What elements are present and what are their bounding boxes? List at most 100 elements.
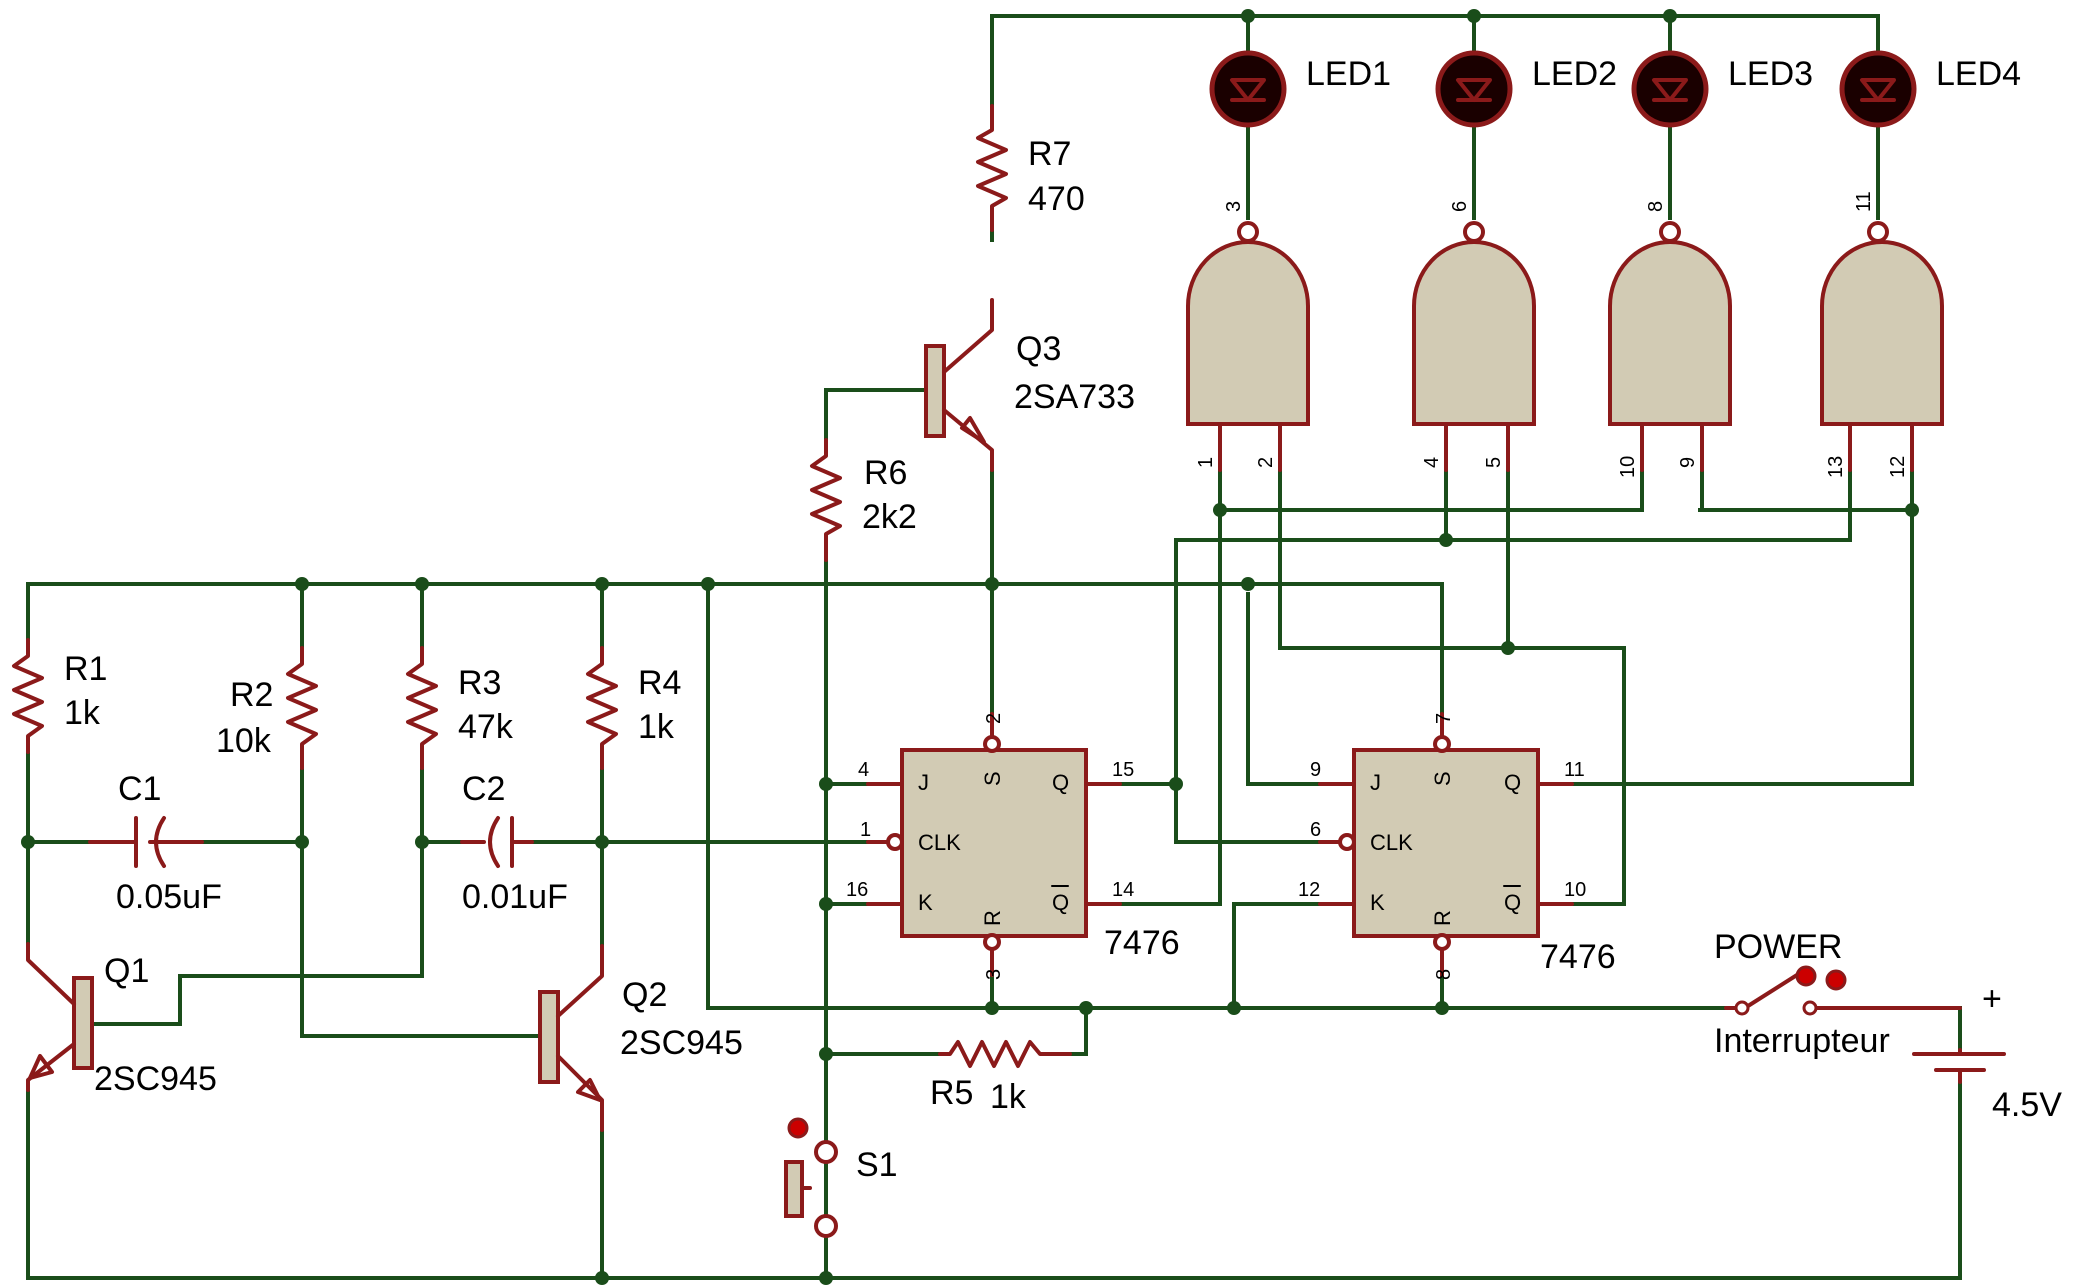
junction-dot [415,835,429,849]
r7-value: 470 [1028,180,1085,218]
led2-label: LED2 [1532,55,1617,93]
resistor-r2: R2 10k [216,646,318,770]
ff2-part: 7476 [1540,938,1616,976]
r5-value: 1k [990,1078,1027,1116]
junction-dot [1467,9,1481,23]
ff1-j-label: J [918,770,929,795]
resistor-r4: R4 1k [586,646,681,770]
ff2-pin-qbar: 10 [1564,879,1586,901]
resistor-r1: R1 1k [12,638,107,754]
gate4-in2-pin: 12 [1887,456,1909,478]
ff1-pin-clk: 1 [860,819,871,841]
q1-name: Q1 [104,952,149,990]
battery: + 4.5V [1912,980,2062,1124]
nand-gates: 3 1 2 6 4 5 8 10 9 11 13 12 [1186,191,1944,478]
ff1-qbar-label: Q [1052,890,1069,915]
gate2-in2-pin: 5 [1483,457,1505,468]
q3-part: 2SA733 [1014,378,1135,416]
q2-part: 2SC945 [620,1024,743,1062]
r2-value: 10k [216,722,272,760]
r3-value: 47k [458,708,514,746]
led3-label: LED3 [1728,55,1813,93]
r1-value: 1k [64,694,101,732]
led1-label: LED1 [1306,55,1391,93]
gate2-out-pin: 6 [1449,201,1471,212]
junction-dot [1439,533,1453,547]
r5-name: R5 [930,1074,973,1112]
ff2-qbar-label: Q [1504,890,1521,915]
r4-name: R4 [638,664,681,702]
ff1-pin-s: 2 [983,713,1005,724]
ff2-q-label: Q [1504,770,1521,795]
junction-dot [1079,1001,1093,1015]
ff2-pin-r: 8 [1433,969,1455,980]
ff2-k-label: K [1370,890,1385,915]
gate4-out-pin: 11 [1853,191,1875,212]
flipflop-2: J CLK K S R Q Q 9 6 12 7 8 11 10 7476 [1298,712,1616,980]
junction-dot [1501,641,1515,655]
ff2-pin-s: 7 [1433,713,1455,724]
battery-plus: + [1982,980,2002,1018]
led1: LED1 [1209,50,1391,128]
ff2-pin-k: 12 [1298,879,1320,901]
flipflop-1: J CLK K S R Q Q 4 1 16 2 3 15 14 7476 [846,712,1180,980]
transistor-q2: Q2 2SC945 [538,944,743,1132]
junction-dot [985,577,999,591]
r6-value: 2k2 [862,498,917,536]
nand-gate-2: 6 4 5 [1412,201,1536,472]
gate4-in1-pin: 13 [1825,456,1847,478]
ff2-pin-j: 9 [1310,759,1321,781]
c2-name: C2 [462,770,505,808]
junction-dot [21,835,35,849]
led2: LED2 [1435,50,1617,128]
gate1-in1-pin: 1 [1195,457,1217,468]
ff1-pin-q: 15 [1112,759,1134,781]
c1-value: 0.05uF [116,878,222,916]
ff1-pin-qbar: 14 [1112,879,1134,901]
gate1-in2-pin: 2 [1255,457,1277,468]
junction-dot [1905,503,1919,517]
gate2-in1-pin: 4 [1421,457,1443,468]
nand-gate-1: 3 1 2 [1186,201,1310,472]
nand-gate-4: 11 13 12 [1820,191,1944,478]
ff2-j-label: J [1370,770,1381,795]
gate3-out-pin: 8 [1645,201,1667,212]
gate1-out-pin: 3 [1223,201,1245,212]
r1-name: R1 [64,650,107,688]
q2-name: Q2 [622,976,667,1014]
power-switch-type: Interrupteur [1714,1022,1890,1060]
switch-s1: S1 [784,1117,898,1238]
capacitor-c2: C2 0.01uF [460,770,568,916]
r4-value: 1k [638,708,675,746]
junction-dot [595,835,609,849]
r6-name: R6 [864,454,907,492]
gate3-in1-pin: 10 [1617,456,1639,478]
junction-dot [1435,1001,1449,1015]
junction-dot [595,577,609,591]
r2-name: R2 [230,676,273,714]
junction-dot [985,1001,999,1015]
junction-dot [1241,577,1255,591]
leds: LED1 LED2 LED3 LED4 [1209,50,2021,128]
gate3-in2-pin: 9 [1677,457,1699,468]
transistor-q3: Q3 2SA733 [924,298,1135,472]
ff1-pin-r: 3 [983,969,1005,980]
led3: LED3 [1631,50,1813,128]
battery-value: 4.5V [1992,1086,2062,1124]
led4: LED4 [1839,50,2021,128]
junction-dot [295,835,309,849]
junction-dot [1169,777,1183,791]
ff1-s-label: S [980,771,1005,786]
junction-dot [819,897,833,911]
ff1-r-label: R [980,910,1005,926]
ff1-part: 7476 [1104,924,1180,962]
resistor-r5: R5 1k [930,1040,1072,1116]
ff1-q-label: Q [1052,770,1069,795]
resistor-r7: R7 470 [976,104,1085,232]
junction-dot [295,577,309,591]
junctions [21,9,1919,1285]
q3-name: Q3 [1016,330,1061,368]
junction-dot [701,577,715,591]
ff1-k-label: K [918,890,933,915]
junction-dot [595,1271,609,1285]
